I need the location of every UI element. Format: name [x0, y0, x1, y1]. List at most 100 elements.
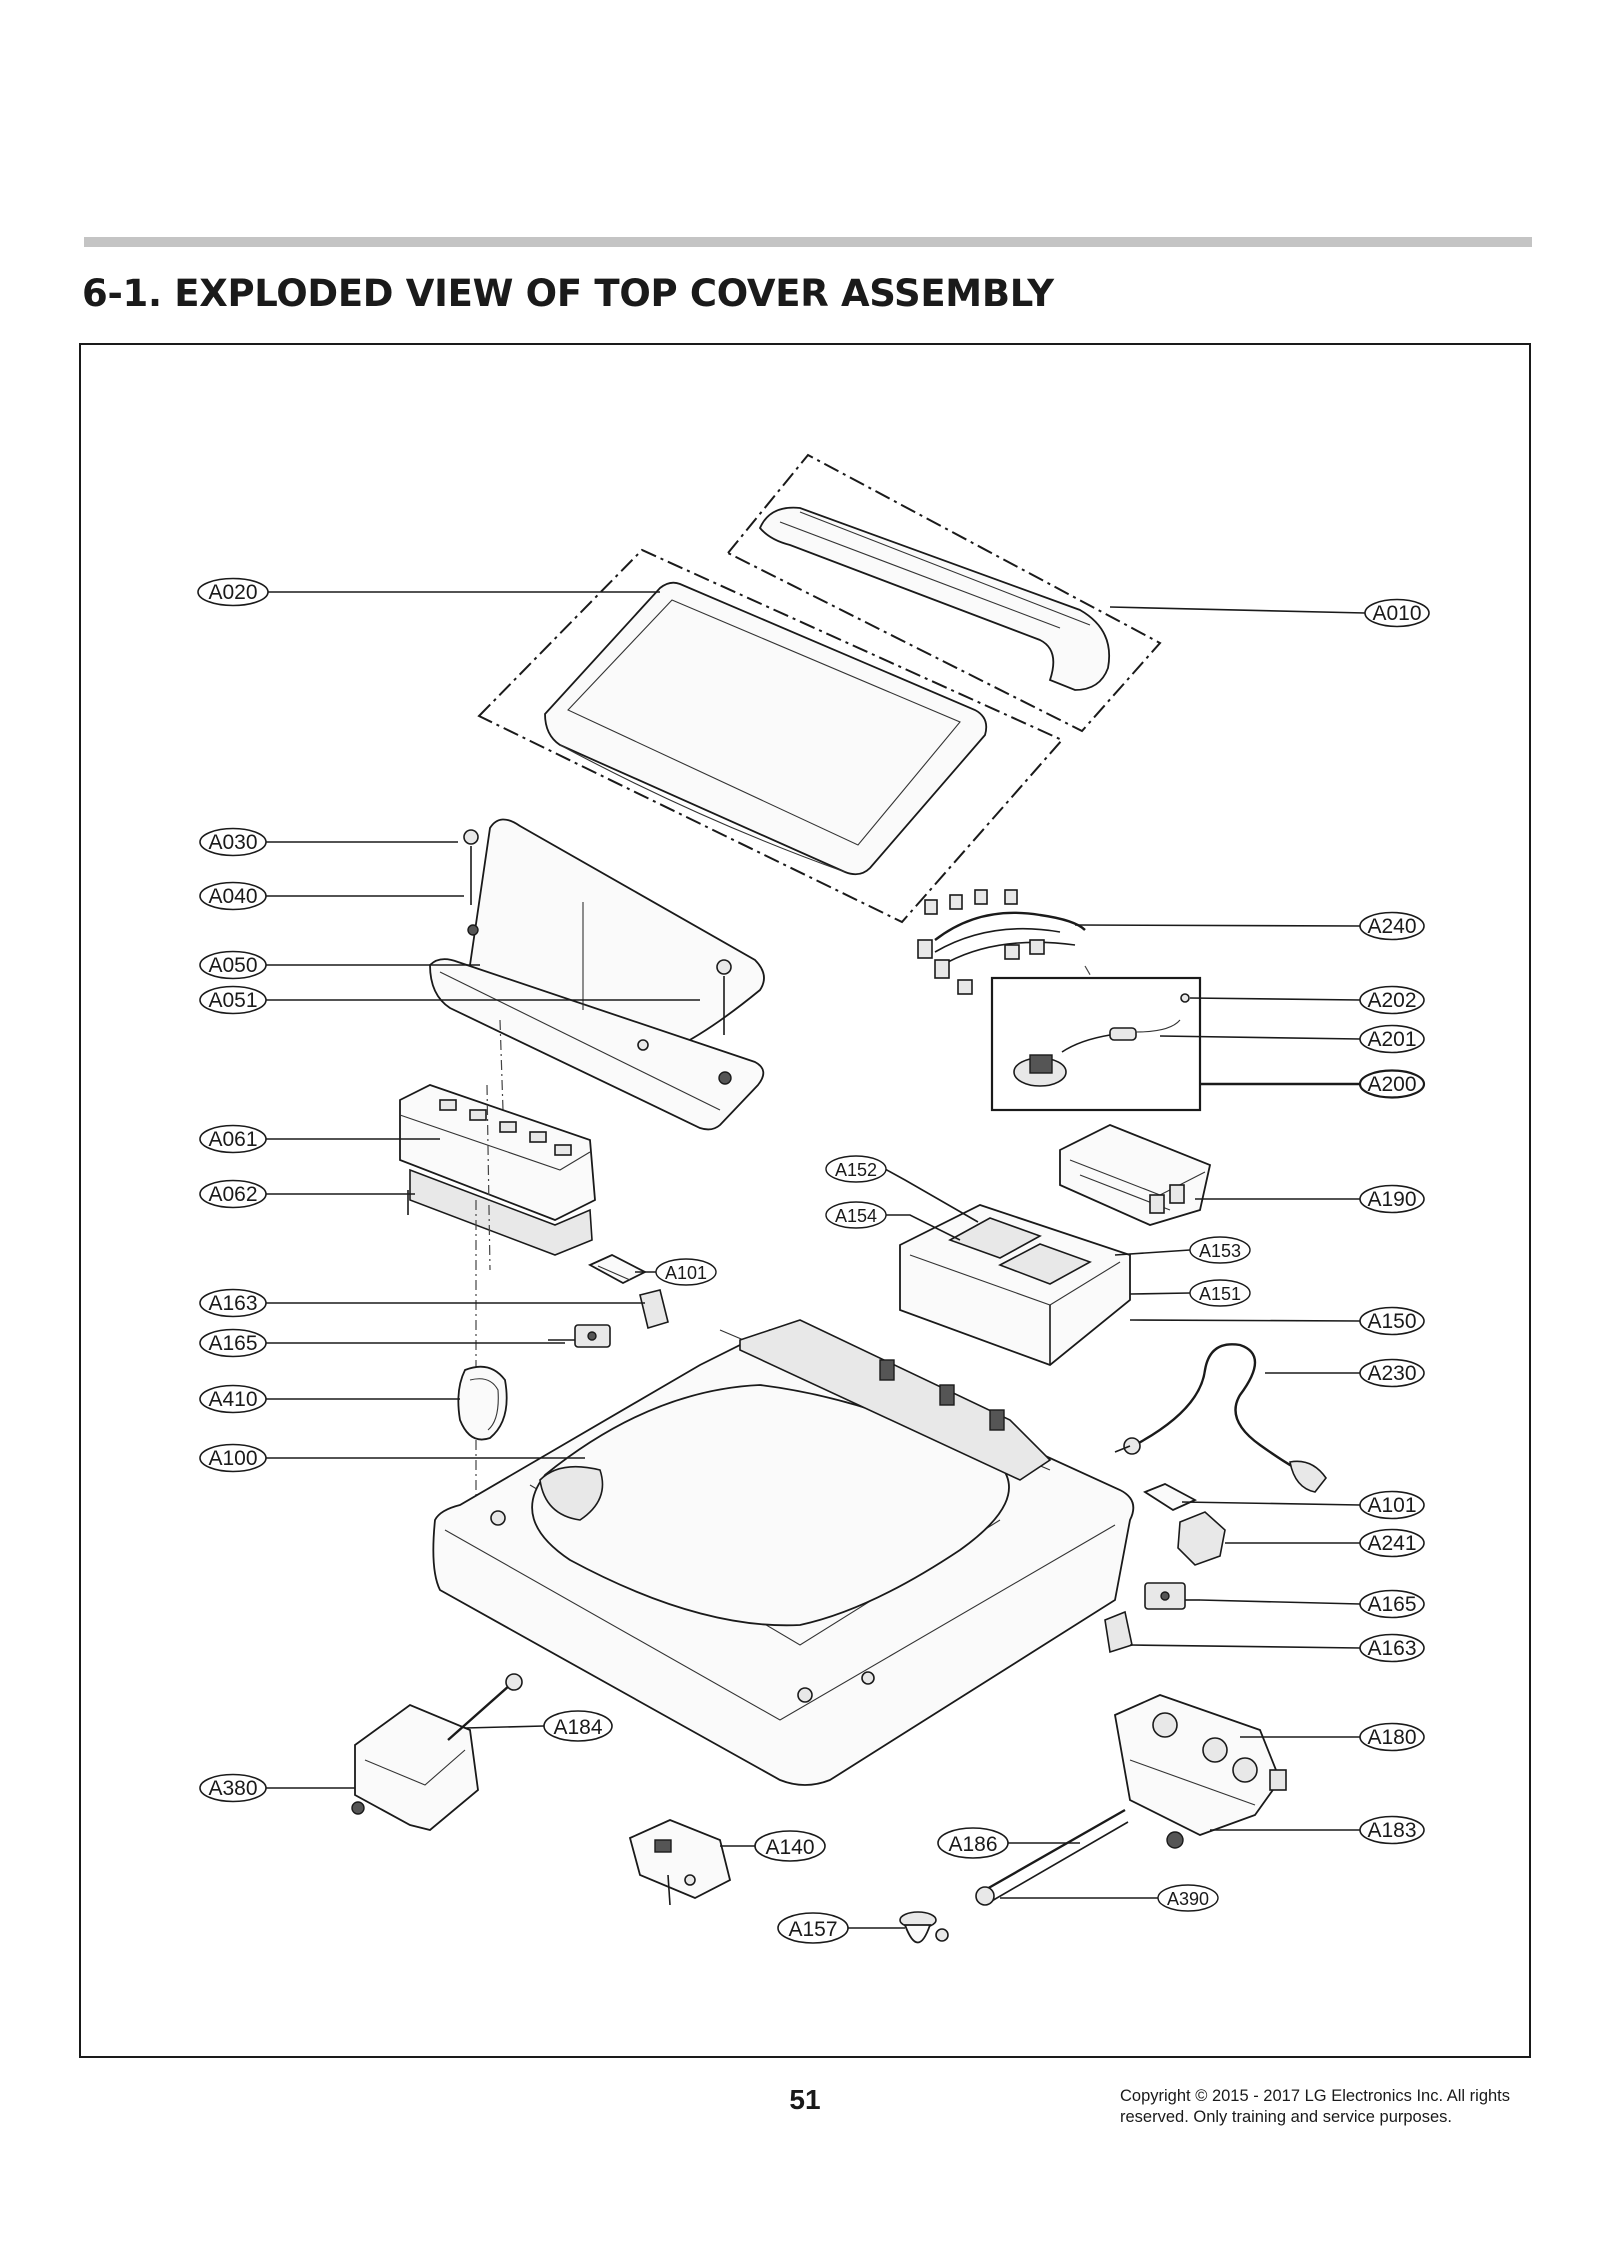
callout-a163-right: A163: [1359, 1633, 1425, 1663]
svg-text:A140: A140: [765, 1836, 814, 1859]
svg-text:A062: A062: [208, 1183, 257, 1206]
svg-text:A153: A153: [1199, 1241, 1241, 1261]
svg-text:A030: A030: [208, 831, 257, 854]
callout-a200: A200: [1358, 1069, 1426, 1099]
callout-a101-lower: A101: [1359, 1490, 1425, 1520]
svg-text:A163: A163: [1367, 1637, 1416, 1660]
page-title: 6-1. EXPLODED VIEW OF TOP COVER ASSEMBLY: [82, 272, 1054, 315]
part-a190-frame: [1059, 1124, 1212, 1226]
callout-a154: A154: [825, 1201, 887, 1229]
part-a241: [1177, 1511, 1226, 1566]
callout-a157: A157: [777, 1912, 849, 1944]
callout-a030: A030: [199, 827, 267, 857]
callout-a140: A140: [754, 1830, 826, 1862]
page-number: 51: [789, 2084, 821, 2115]
callout-a163-left: A163: [199, 1288, 267, 1318]
part-a230-hose: [1114, 1343, 1327, 1493]
callout-a202: A202: [1359, 985, 1425, 1015]
callout-a040: A040: [199, 881, 267, 911]
svg-text:A241: A241: [1367, 1532, 1416, 1555]
callout-a241: A241: [1359, 1528, 1425, 1558]
svg-text:A201: A201: [1367, 1028, 1416, 1051]
callout-a152: A152: [825, 1155, 887, 1183]
svg-text:A230: A230: [1367, 1362, 1416, 1385]
part-a101-clip-upper: [587, 1254, 647, 1285]
callout-a180: A180: [1359, 1722, 1425, 1752]
callout-a061: A061: [199, 1124, 267, 1154]
callout-a150: A150: [1359, 1306, 1425, 1336]
callout-a151: A151: [1189, 1279, 1251, 1307]
svg-text:A100: A100: [208, 1447, 257, 1470]
svg-text:A165: A165: [1367, 1593, 1416, 1616]
svg-text:A163: A163: [208, 1292, 257, 1315]
callout-a184: A184: [543, 1710, 613, 1742]
svg-text:A410: A410: [208, 1388, 257, 1411]
svg-text:A051: A051: [208, 989, 257, 1012]
callout-a153: A153: [1189, 1236, 1251, 1264]
svg-text:A150: A150: [1367, 1310, 1416, 1333]
svg-text:A184: A184: [553, 1716, 602, 1739]
part-a240-wire-harness: [917, 889, 1086, 995]
part-a150-dispenser-assembly: [899, 1204, 1131, 1367]
copyright-notice: Copyright © 2015 - 2017 LG Electronics I…: [1120, 2086, 1540, 2128]
callout-a380: A380: [199, 1773, 267, 1803]
callout-a201: A201: [1359, 1024, 1425, 1054]
callout-a183: A183: [1359, 1815, 1425, 1845]
callout-a010: A010: [1364, 598, 1430, 628]
part-a180-water-valve: [1113, 1694, 1287, 1849]
part-a061-control-pcb: [399, 1084, 596, 1520]
part-a184-a380-assembly: [351, 1673, 523, 1831]
callout-a230: A230: [1359, 1358, 1425, 1388]
part-a165-right: [1144, 1582, 1200, 1610]
callout-a390: A390: [1157, 1884, 1219, 1912]
part-a186-hose: [975, 1808, 1129, 1906]
svg-text:A020: A020: [208, 581, 257, 604]
part-a165-left: [548, 1324, 611, 1348]
svg-text:A200: A200: [1367, 1073, 1416, 1096]
svg-text:A040: A040: [208, 885, 257, 908]
callout-a100: A100: [199, 1443, 267, 1473]
callout-a240: A240: [1359, 911, 1425, 941]
part-a410: [457, 1365, 508, 1441]
part-a050-glass-assembly: [429, 818, 765, 1131]
part-a157: [899, 1911, 949, 1944]
part-a100-top-cover: [432, 1319, 1135, 1786]
svg-text:A180: A180: [1367, 1726, 1416, 1749]
copyright-line-2: reserved. Only training and service purp…: [1120, 2108, 1452, 2126]
leader-lines: [266, 591, 1366, 1929]
callout-a165-right: A165: [1359, 1589, 1425, 1619]
callout-a186: A186: [937, 1827, 1009, 1859]
svg-text:A380: A380: [208, 1777, 257, 1800]
svg-text:A152: A152: [835, 1160, 877, 1180]
part-a101-clip-lower: [1143, 1483, 1198, 1512]
svg-text:A157: A157: [788, 1918, 837, 1941]
svg-text:A101: A101: [665, 1263, 707, 1283]
callout-a165-left: A165: [199, 1328, 267, 1358]
callout-a190: A190: [1359, 1184, 1425, 1214]
svg-text:A390: A390: [1167, 1889, 1209, 1909]
svg-text:A061: A061: [208, 1128, 257, 1151]
part-a163-right: [1104, 1610, 1133, 1654]
svg-text:A202: A202: [1367, 989, 1416, 1012]
svg-text:A010: A010: [1372, 602, 1421, 625]
svg-text:A154: A154: [835, 1206, 877, 1226]
copyright-line-1: Copyright © 2015 - 2017 LG Electronics I…: [1120, 2087, 1511, 2105]
svg-text:A190: A190: [1367, 1188, 1416, 1211]
svg-text:A240: A240: [1367, 915, 1416, 938]
part-a010-handle-trim: [726, 453, 1162, 733]
svg-text:A183: A183: [1367, 1819, 1416, 1842]
svg-text:A101: A101: [1367, 1494, 1416, 1517]
svg-text:A165: A165: [208, 1332, 257, 1355]
callout-a062: A062: [199, 1179, 267, 1209]
callout-a020: A020: [197, 577, 269, 607]
part-a163-left: [639, 1289, 669, 1330]
part-a140: [628, 1819, 732, 1906]
header-rule: [84, 237, 1532, 247]
callout-a050: A050: [199, 950, 267, 980]
diagram-frame: [79, 343, 1531, 2058]
callout-a101-upper: A101: [655, 1258, 717, 1286]
callout-a410: A410: [199, 1384, 267, 1414]
svg-text:A186: A186: [948, 1833, 997, 1856]
svg-text:A151: A151: [1199, 1284, 1241, 1304]
